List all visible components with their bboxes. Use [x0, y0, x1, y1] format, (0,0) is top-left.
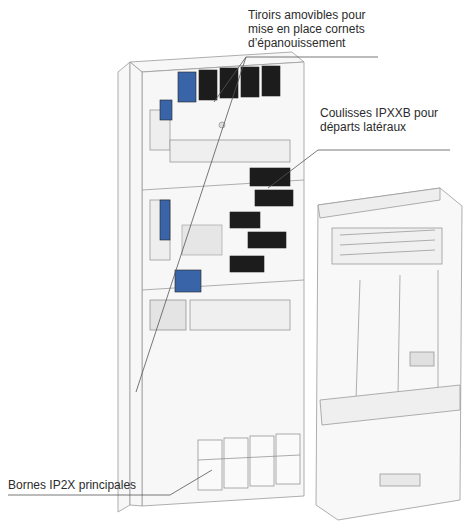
enclosure-body-part — [190, 300, 290, 330]
lateral-slides-part — [230, 256, 264, 272]
callout-label: Tiroirs amovibles pour mise en place cor… — [248, 8, 383, 50]
front-cover-part — [340, 250, 435, 255]
leader-lines-part — [170, 470, 212, 495]
callout-label: Coulisses IPXXB pour départs latéraux — [320, 106, 455, 134]
lateral-slides-part — [248, 232, 286, 248]
enclosure-body-part — [142, 280, 304, 290]
lateral-slides-part — [250, 168, 290, 186]
lateral-slides-part — [255, 190, 293, 206]
lateral-slides-part — [230, 212, 260, 228]
callout-label: Bornes IP2X principales — [8, 478, 178, 492]
top-drawer-connectors-part — [241, 67, 259, 97]
main-terminals-part — [250, 436, 274, 486]
lateral-slides-part — [182, 225, 222, 255]
leader-lines-part — [246, 57, 378, 58]
main-terminals-part — [198, 455, 300, 460]
top-drawer-connectors-part — [199, 70, 217, 100]
front-cover-part — [340, 240, 435, 245]
leader-lines-part — [268, 150, 318, 188]
front-cover-part — [356, 280, 360, 400]
top-drawer-connectors-part — [160, 100, 172, 120]
main-terminals-part — [198, 440, 222, 490]
main-terminals-part — [276, 434, 300, 484]
front-cover-part — [438, 270, 439, 390]
enclosure-body-part — [142, 62, 304, 506]
enclosure-body-part — [170, 140, 290, 162]
lateral-slides — [160, 168, 293, 292]
leader-lines-part — [136, 57, 246, 392]
front-cover-part — [316, 188, 462, 520]
enclosure-body-part — [130, 62, 142, 506]
front-cover-part — [332, 228, 442, 264]
main-terminals-part — [224, 438, 248, 488]
front-cover — [316, 188, 462, 520]
leader-lines-part — [214, 57, 246, 102]
enclosure-body — [118, 52, 304, 512]
front-cover-part — [318, 188, 440, 218]
lateral-slides-part — [160, 200, 170, 240]
front-cover-part — [410, 352, 434, 366]
front-cover-part — [320, 385, 460, 425]
lateral-slides-part — [175, 270, 201, 292]
front-cover-part — [398, 275, 400, 395]
front-cover-part — [380, 474, 420, 486]
enclosure-body-part — [150, 200, 170, 260]
top-drawer-connectors-part — [262, 66, 280, 96]
leader-lines-part — [318, 150, 450, 151]
main-terminals — [150, 300, 300, 490]
main-terminals-part — [150, 300, 186, 330]
top-drawer-connectors-part — [178, 72, 196, 102]
leader-lines-part — [8, 495, 170, 496]
enclosure-body-part — [118, 62, 130, 512]
front-cover-part — [340, 230, 435, 235]
